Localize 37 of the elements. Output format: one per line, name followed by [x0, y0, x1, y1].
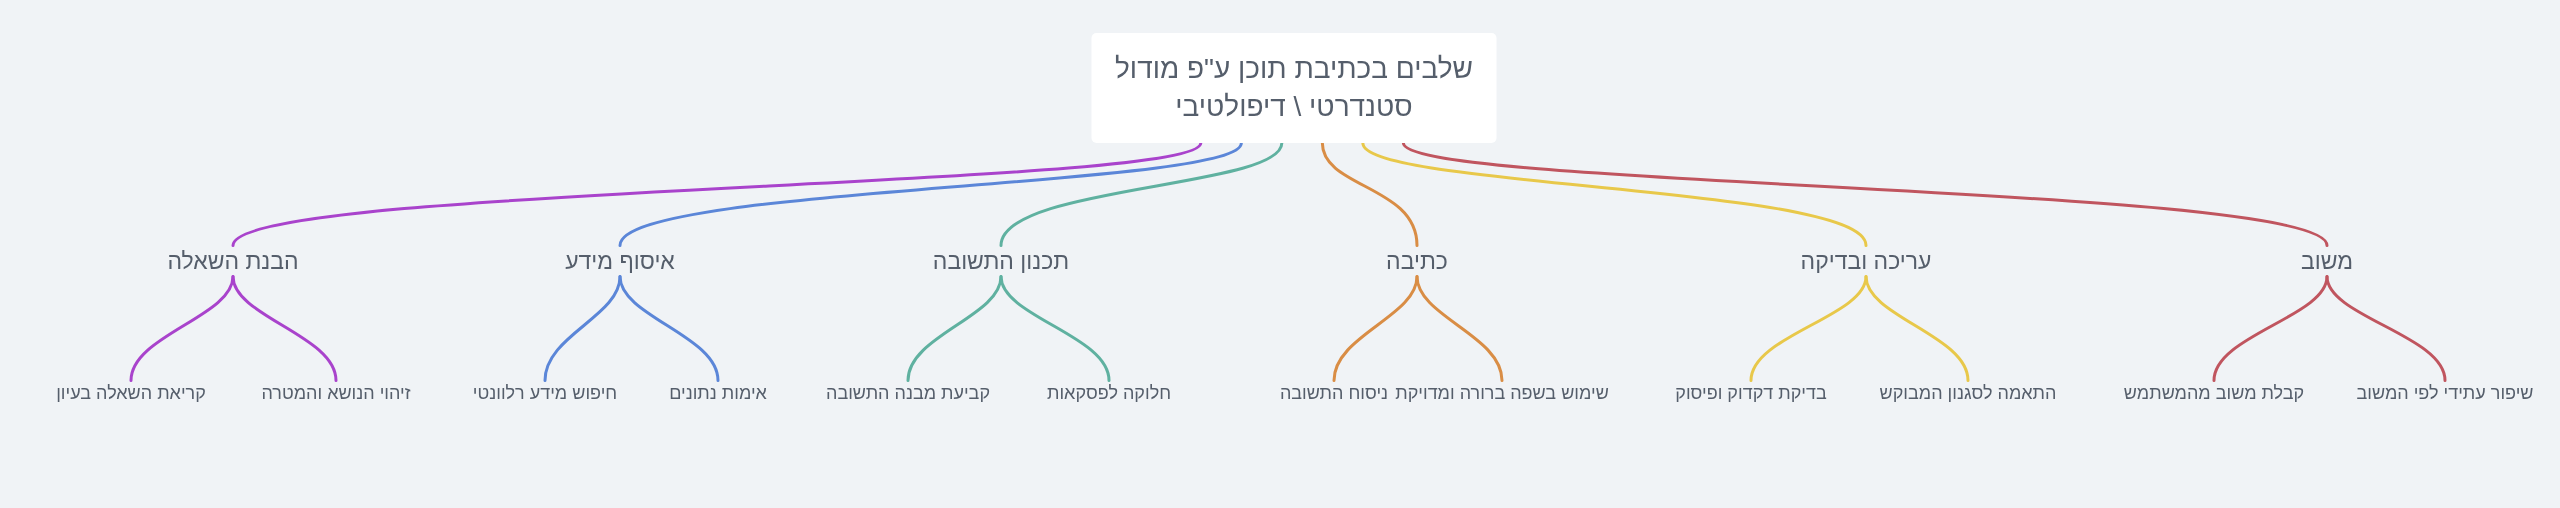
connector [1361, 141, 1868, 247]
leaf-label: זיהוי הנושא והמטרה [258, 380, 414, 406]
connector [1320, 141, 1419, 247]
leaf-label: שימוש בשפה ברורה ומדויקת [1392, 380, 1612, 406]
branch-label: איסוף מידע [562, 245, 678, 277]
connector [231, 275, 338, 382]
leaf-label: חיפוש מידע רלוונטי [469, 380, 621, 406]
connector [618, 275, 720, 382]
connector [129, 275, 235, 382]
leaf-label: התאמה לסגנון המבוקש [1876, 380, 2060, 406]
leaf-label: קביעת מבנה התשובה [823, 380, 993, 406]
leaf-label: שיפור עתידי לפי המשוב [2353, 380, 2537, 406]
leaf-label: אימות נתונים [666, 380, 770, 406]
connector [906, 275, 1003, 382]
branch-label: משוב [2297, 245, 2357, 277]
leaf-label: קבלת משוב מהמשתמש [2120, 380, 2308, 406]
branch-label: כתיבה [1383, 245, 1451, 277]
connector [999, 141, 1284, 247]
connector [2325, 275, 2447, 382]
connector [1864, 275, 1970, 382]
connector [1401, 141, 2329, 247]
connector [1415, 275, 1504, 382]
connector [2212, 275, 2329, 382]
topic-box: שלבים בכתיבת תוכן ע"פ מודול סטנדרטי \ דיפולטיבי [1091, 33, 1497, 143]
leaf-label: ניסוח התשובה [1276, 380, 1392, 406]
branch-label: הבנת השאלה [164, 245, 302, 277]
connector [543, 275, 622, 382]
connector [1332, 275, 1419, 382]
connector [231, 141, 1203, 247]
leaf-label: חלוקה לפסקאות [1043, 380, 1175, 406]
leaf-label: בדיקת דקדוק ופיסוק [1672, 380, 1830, 406]
connector [999, 275, 1111, 382]
connector [618, 141, 1243, 247]
branch-label: תכנון התשובה [929, 245, 1073, 277]
connector [1749, 275, 1868, 382]
leaf-label: קריאת השאלה בעיון [53, 380, 209, 406]
branch-label: עריכה ובדיקה [1797, 245, 1935, 277]
